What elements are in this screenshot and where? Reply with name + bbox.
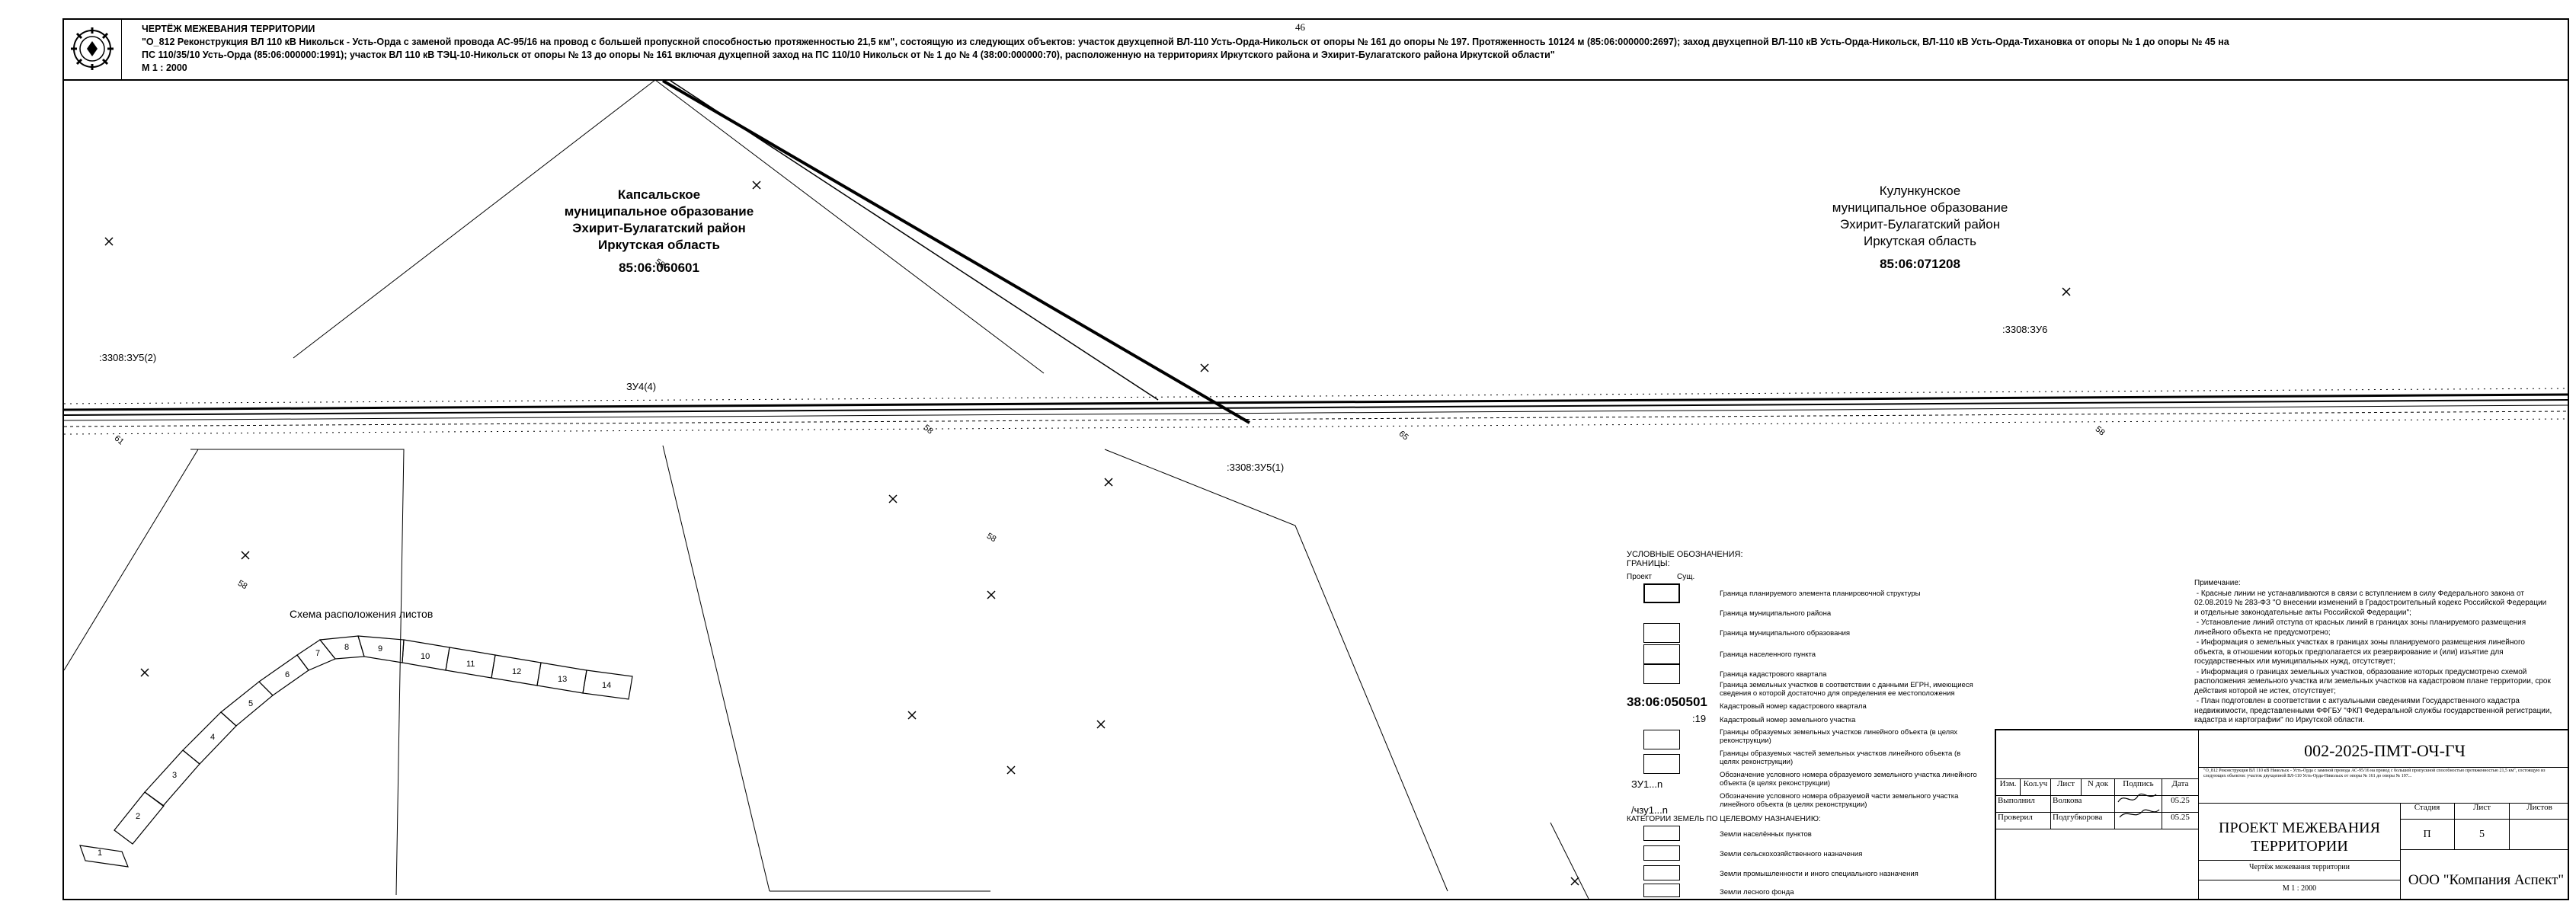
- legend-symbol: [1643, 583, 1680, 603]
- drawing-name: Чертёж межевания территории: [2249, 863, 2350, 871]
- power-line-diagonal-1: [661, 79, 1251, 424]
- sheet-layout-scheme: [79, 635, 633, 868]
- corridor: [63, 388, 2568, 435]
- sheet-scheme-title: Схема расположения листов: [290, 608, 434, 620]
- legend-category-symbol: [1643, 845, 1680, 861]
- zone-boundary-triangle: [293, 79, 1045, 374]
- note-item: - Информация о границах земельных участк…: [2194, 667, 2551, 695]
- project-description: "О_812 Реконструкция ВЛ 110 кВ Никольск …: [2203, 769, 2546, 778]
- legend-category-symbol: [1643, 884, 1680, 897]
- parcel-label-zu5-1: :3308:ЗУ5(1): [1227, 462, 1285, 473]
- header-line2: ПС 110/35/10 Усть-Орда (85:06:000000:199…: [142, 50, 1555, 60]
- stamp-scale: М 1 : 2000: [2282, 884, 2317, 893]
- legend-symbol: [1643, 754, 1680, 774]
- legend-symbol: [1643, 664, 1680, 684]
- legend-symbol: [1643, 730, 1680, 749]
- parcel-label-zu6: :3308:ЗУ6: [2002, 324, 2048, 335]
- legend-title: УСЛОВНЫЕ ОБОЗНАЧЕНИЯ:: [1627, 550, 1743, 559]
- parcel-boundary-far-right: [1550, 822, 1589, 900]
- legend-code-zu: ЗУ1...n: [1631, 778, 1663, 790]
- parcel-boundary-left: [63, 449, 199, 671]
- document-code: 002-2025-ПМТ-ОЧ-ГЧ: [2304, 741, 2466, 760]
- signature-1: [2115, 796, 2162, 813]
- header-scale: М 1 : 2000: [142, 62, 187, 73]
- region-left-label: Капсальское муниципальное образование Эх…: [533, 187, 785, 276]
- map-legend: УСЛОВНЫЕ ОБОЗНАЧЕНИЯ: ГРАНИЦЫ: Проект Су…: [1627, 550, 1985, 899]
- power-line-diagonal-2: [670, 80, 1159, 401]
- legend-code-parcel: :19: [1692, 713, 1707, 724]
- region-left-cadastral-code: 85:06:060601: [619, 260, 699, 275]
- signature-2: [2115, 813, 2162, 829]
- company-name: ООО "Компания Аспект": [2408, 872, 2565, 888]
- legend-symbol: [1643, 623, 1680, 643]
- note-item: - Информация о земельных участках в гран…: [2194, 638, 2525, 666]
- title-block: Изм. Кол.уч Лист N док Подпись Дата Выпо…: [1995, 729, 2569, 900]
- note-item: - План подготовлен в соответствии с акту…: [2194, 697, 2552, 724]
- drawing-header: ЧЕРТЁЖ МЕЖЕВАНИЯ ТЕРРИТОРИИ "О_812 Рекон…: [62, 18, 2569, 81]
- legend-subtitle: ГРАНИЦЫ:: [1627, 559, 1670, 568]
- legend-category-symbol: [1643, 865, 1680, 880]
- parcel-label-zu4-4: ЗУ4(4): [626, 381, 657, 392]
- legend-category-symbol: [1643, 826, 1680, 841]
- region-right-cadastral-code: 85:06:071208: [1880, 257, 1960, 271]
- note-item: - Красные линии не устанавливаются в свя…: [2194, 589, 2547, 617]
- legend-symbol: [1643, 644, 1680, 664]
- header-line1: "О_812 Реконструкция ВЛ 110 кВ Никольск …: [142, 37, 2229, 47]
- notes-title: Примечание:: [2194, 579, 2241, 587]
- signatures-graphic: [2117, 793, 2160, 818]
- header-title: ЧЕРТЁЖ МЕЖЕВАНИЯ ТЕРРИТОРИИ: [142, 24, 315, 34]
- legend-categories-title: КАТЕГОРИИ ЗЕМЕЛЬ ПО ЦЕЛЕВОМУ НАЗНАЧЕНИЮ:: [1627, 815, 1821, 823]
- legend-code-quarter: 38:06:050501: [1627, 695, 1707, 709]
- survey-cross-markers: [104, 181, 2071, 886]
- parcel-boundary-right: [1104, 449, 1448, 892]
- parcel-boundary-mid: [190, 449, 405, 896]
- region-right-label: Кулункунское муниципальное образование Э…: [1794, 183, 2046, 273]
- project-title: ПРОЕКТ МЕЖЕВАНИЯ ТЕРРИТОРИИ: [2219, 820, 2380, 855]
- legend-col-project: Проект: [1627, 573, 1652, 581]
- legend-code-chzu: /чзу1...n: [1631, 804, 1668, 816]
- page-number: 46: [1295, 21, 1305, 33]
- parcel-boundary-center: [662, 445, 770, 892]
- notes-block: Примечание: - Красные линии не устанавли…: [2194, 579, 2552, 727]
- drawing-frame: [62, 18, 2569, 900]
- note-item: - Установление линий отступа от красных …: [2194, 618, 2526, 637]
- parcel-label-zu5-2: :3308:ЗУ5(2): [99, 352, 157, 363]
- legend-col-existing: Сущ.: [1677, 573, 1695, 581]
- company-logo-icon: [62, 18, 122, 79]
